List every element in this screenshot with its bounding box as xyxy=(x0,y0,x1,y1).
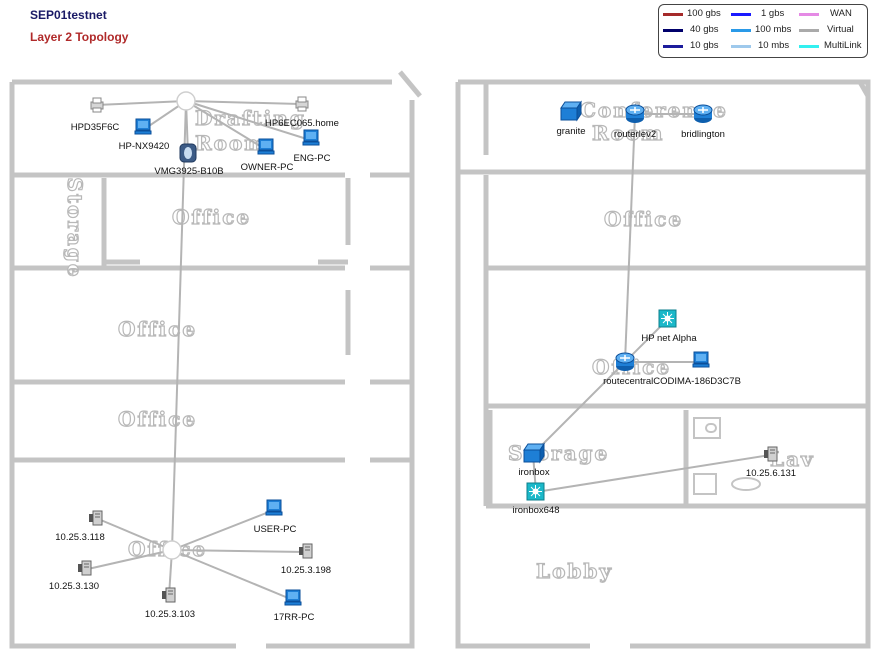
workstation-icon xyxy=(257,138,275,155)
node-label: 10.25.3.118 xyxy=(55,532,104,543)
node-hp6ec065[interactable]: HP6EC065.home xyxy=(265,96,339,129)
router-icon xyxy=(693,104,713,123)
switch-icon xyxy=(560,100,582,122)
node-bridlington[interactable]: bridlington xyxy=(681,104,725,140)
legend-swatch xyxy=(799,13,819,16)
host-icon xyxy=(89,510,103,526)
node-user-pc[interactable]: USER-PC xyxy=(254,499,297,535)
workstation-icon xyxy=(284,589,302,606)
node-10-25-3-130[interactable]: 10.25.3.130 xyxy=(49,560,99,592)
legend-label: WAN xyxy=(830,8,852,19)
legend-label: 10 mbs xyxy=(758,40,790,51)
legend-swatch xyxy=(799,29,819,32)
switch-icon xyxy=(523,442,545,464)
node-label: USER-PC xyxy=(254,524,297,535)
right-floorplan: Conference Room Office Office Storage La… xyxy=(455,79,871,649)
legend-swatch xyxy=(731,45,751,48)
node-label: 17RR-PC xyxy=(274,612,315,623)
node-label: HP-NX9420 xyxy=(119,141,170,152)
node-routerlev2[interactable]: routerlev2 xyxy=(614,104,656,140)
workstation-icon xyxy=(302,129,320,146)
node-label: routecentralCODIMA-186D3C7B xyxy=(603,376,741,387)
legend-label: 1 gbs xyxy=(761,8,785,19)
link-speed-legend: 100 gbs 40 gbs 10 gbs 1 gbs 100 mbs 10 m… xyxy=(658,4,868,58)
host-icon xyxy=(78,560,92,576)
legend-swatch xyxy=(663,13,683,16)
printer-icon xyxy=(295,96,309,112)
legend-label: 40 gbs xyxy=(690,24,719,35)
office-3-label: Office xyxy=(118,407,197,431)
lobby-label: Lobby xyxy=(536,559,613,583)
node-label: routerlev2 xyxy=(614,129,656,140)
legend-swatch xyxy=(663,29,683,32)
node-label: 10.25.3.103 xyxy=(145,609,195,620)
storage-right-label: Storage xyxy=(508,441,609,465)
workstation-icon xyxy=(265,499,283,516)
node-hpd35f6c[interactable]: HPD35F6C xyxy=(71,97,120,133)
node-label: ironbox xyxy=(518,467,549,478)
router-icon xyxy=(615,352,635,371)
conference-room-label-2: Room xyxy=(592,121,664,145)
hub-icon[interactable] xyxy=(162,540,182,560)
router-icon xyxy=(625,104,645,123)
node-label: HP6EC065.home xyxy=(265,118,339,129)
node-workstation-unlabeled[interactable] xyxy=(692,351,710,368)
node-owner-pc[interactable]: OWNER-PC xyxy=(241,138,294,173)
hub-icon[interactable] xyxy=(176,91,196,111)
node-label: ENG-PC xyxy=(294,153,331,164)
office-right-label: Office xyxy=(604,207,683,231)
host-icon xyxy=(764,446,778,462)
legend-swatch xyxy=(731,29,751,32)
node-eng-pc[interactable]: ENG-PC xyxy=(294,129,331,164)
access-point-icon xyxy=(526,482,545,501)
node-label: HP net Alpha xyxy=(641,333,697,344)
node-label: 10.25.3.130 xyxy=(49,581,99,592)
legend-label: Virtual xyxy=(827,24,854,35)
node-label: ironbox648 xyxy=(512,505,559,516)
left-floorplan: Drafting Room Office Storage Office Offi… xyxy=(9,70,422,649)
legend-swatch xyxy=(731,13,751,16)
node-ironbox[interactable]: ironbox xyxy=(518,442,550,478)
host-icon xyxy=(162,587,176,603)
node-10-25-3-118[interactable]: 10.25.3.118 xyxy=(55,510,105,543)
gateway-icon xyxy=(179,143,197,163)
node-routecentral[interactable]: routecentralCODIMA-186D3C7B xyxy=(603,352,741,387)
legend-label: MultiLink xyxy=(824,40,862,51)
node-label: 10.25.3.198 xyxy=(281,565,331,576)
workstation-icon xyxy=(134,118,152,135)
node-label: granite xyxy=(556,126,585,137)
node-label: bridlington xyxy=(681,129,725,140)
node-10-25-6-131[interactable]: 10.25.6.131 xyxy=(746,446,796,479)
legend-label: 100 mbs xyxy=(755,24,792,35)
node-label: VMG3925-B10B xyxy=(154,166,223,177)
host-icon xyxy=(299,543,313,559)
view-name: Layer 2 Topology xyxy=(30,30,129,44)
access-point-icon xyxy=(658,309,677,328)
storage-left-label: Storage xyxy=(63,177,87,278)
node-10-25-3-103[interactable]: 10.25.3.103 xyxy=(145,587,195,620)
legend-label: 100 gbs xyxy=(687,8,721,19)
legend-swatch xyxy=(663,45,683,48)
node-10-25-3-198[interactable]: 10.25.3.198 xyxy=(281,543,331,576)
node-ironbox648[interactable]: ironbox648 xyxy=(512,482,560,516)
printer-icon xyxy=(90,97,104,113)
node-label: HPD35F6C xyxy=(71,122,120,133)
workstation-icon xyxy=(692,351,710,368)
office-1-label: Office xyxy=(172,205,251,229)
network-name: SEP01testnet xyxy=(30,8,107,22)
office-2-label: Office xyxy=(118,317,197,341)
legend-swatch xyxy=(799,45,819,48)
node-granite[interactable]: granite xyxy=(556,100,586,137)
node-label: 10.25.6.131 xyxy=(746,468,796,479)
node-vmg3925[interactable]: VMG3925-B10B xyxy=(154,143,224,177)
node-hp-net-alpha[interactable]: HP net Alpha xyxy=(641,309,697,344)
node-hp-nx9420[interactable]: HP-NX9420 xyxy=(119,118,170,152)
node-17rr-pc[interactable]: 17RR-PC xyxy=(274,589,315,623)
legend-label: 10 gbs xyxy=(690,40,719,51)
node-label: OWNER-PC xyxy=(241,162,294,173)
